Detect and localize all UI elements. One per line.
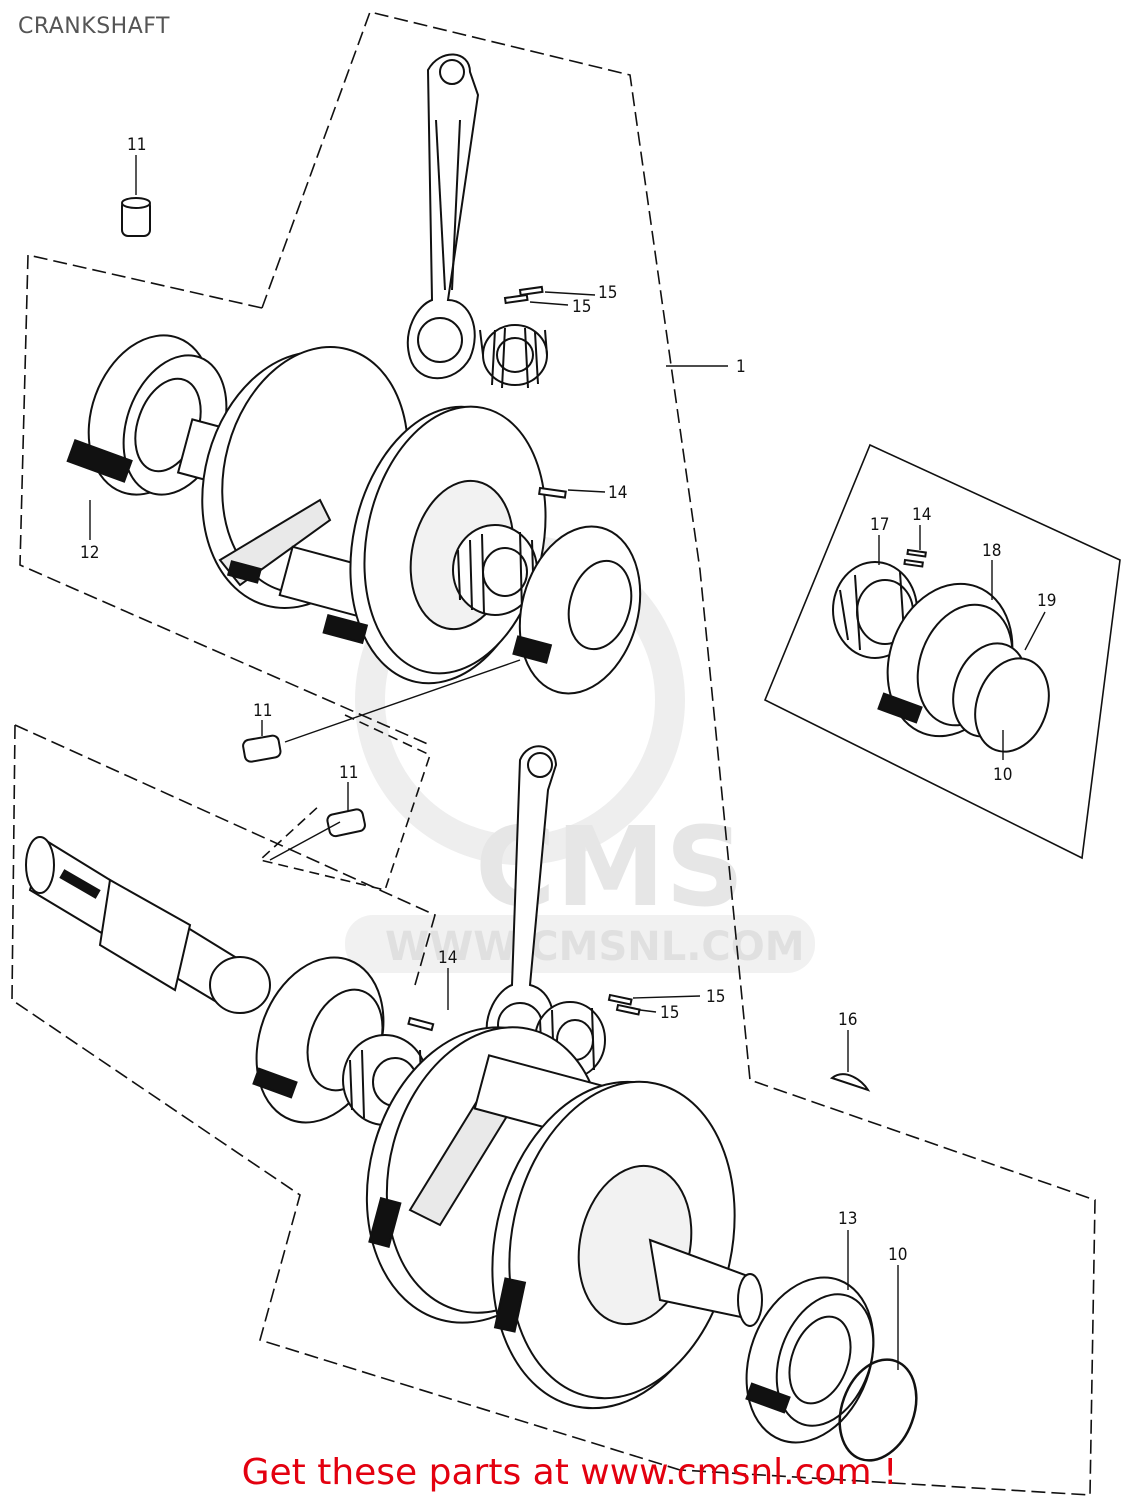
dowel-11-middle xyxy=(242,734,282,763)
callout-11: 11 xyxy=(127,135,146,155)
callout-15: 15 xyxy=(598,283,617,303)
callout-10: 10 xyxy=(888,1245,907,1265)
assembly-boundaries xyxy=(11,11,1121,1496)
callout-19: 19 xyxy=(1037,591,1056,611)
callout-15: 15 xyxy=(572,297,591,317)
callout-14: 14 xyxy=(438,948,457,968)
callout-labels: 11 15 15 1 12 14 17 14 18 19 10 11 11 14… xyxy=(80,135,1056,1265)
callout-1: 1 xyxy=(736,357,746,377)
pin-14-upper xyxy=(538,486,567,499)
dowel-11-top xyxy=(121,197,151,237)
bearing-12 xyxy=(66,334,228,496)
callout-11: 11 xyxy=(339,763,358,783)
lower-flywheels xyxy=(365,1026,763,1410)
page-title: CRANKSHAFT xyxy=(18,14,170,39)
callout-14: 14 xyxy=(608,483,627,503)
right-group-parts xyxy=(832,548,1050,753)
callout-17: 17 xyxy=(870,515,889,535)
callout-12: 12 xyxy=(80,543,99,563)
callout-16: 16 xyxy=(838,1010,857,1030)
callout-14: 14 xyxy=(912,505,931,525)
pin-14-lower xyxy=(407,1016,435,1032)
upper-needle-bearing xyxy=(479,324,548,389)
callout-15: 15 xyxy=(706,987,725,1007)
woodruff-key-16 xyxy=(829,1073,871,1092)
footer-promo-link[interactable]: Get these parts at www.cmsnl.com ! xyxy=(241,1452,898,1493)
callout-11: 11 xyxy=(253,701,272,721)
dowel-11-lower xyxy=(326,808,366,838)
upper-connecting-rod xyxy=(406,53,480,380)
upper-outer-race xyxy=(512,525,642,695)
bearing-13 xyxy=(745,1276,875,1444)
callout-18: 18 xyxy=(982,541,1001,561)
callout-10: 10 xyxy=(993,765,1012,785)
circlip-10-lower xyxy=(838,1358,918,1462)
callout-15: 15 xyxy=(660,1003,679,1023)
lower-mainshaft xyxy=(25,836,271,1014)
leader-lines xyxy=(89,155,1046,1370)
callout-13: 13 xyxy=(838,1209,857,1229)
upper-pins xyxy=(503,285,544,305)
upper-middle-needle-bearing xyxy=(452,524,538,616)
lower-pins xyxy=(607,993,641,1016)
